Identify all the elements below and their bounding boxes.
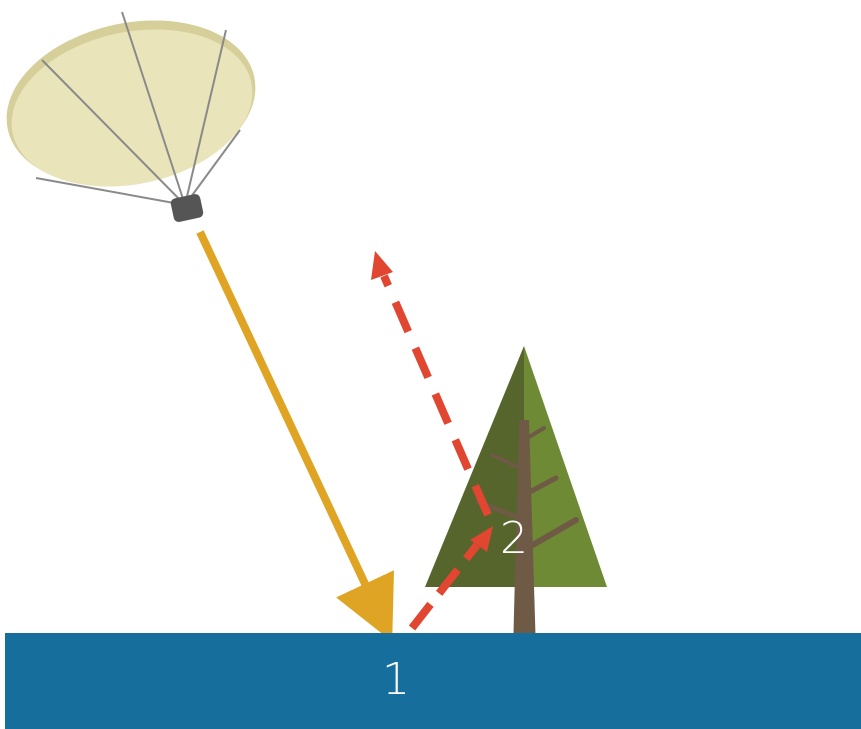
parachute-sensor-icon [6,11,256,222]
reflected-ray-upward [371,251,492,517]
reflected-ray-to-tree [408,526,493,631]
label-point-1: 1 [382,654,410,705]
reflected-ray-to-tree-head [470,526,493,552]
tree-branches [475,426,579,553]
reflected-ray-upward-head [371,251,393,280]
water-surface [5,633,861,729]
parachute-canopy [11,29,253,187]
tree-crown-shade [425,346,524,587]
label-point-2: 2 [500,513,528,564]
pine-tree-icon [425,346,607,652]
parachute-lines [35,11,241,206]
tree-trunk [513,420,536,652]
incident-ray-arrow [196,230,394,642]
sensor-box [170,194,204,222]
tree-crown-light [524,346,607,587]
